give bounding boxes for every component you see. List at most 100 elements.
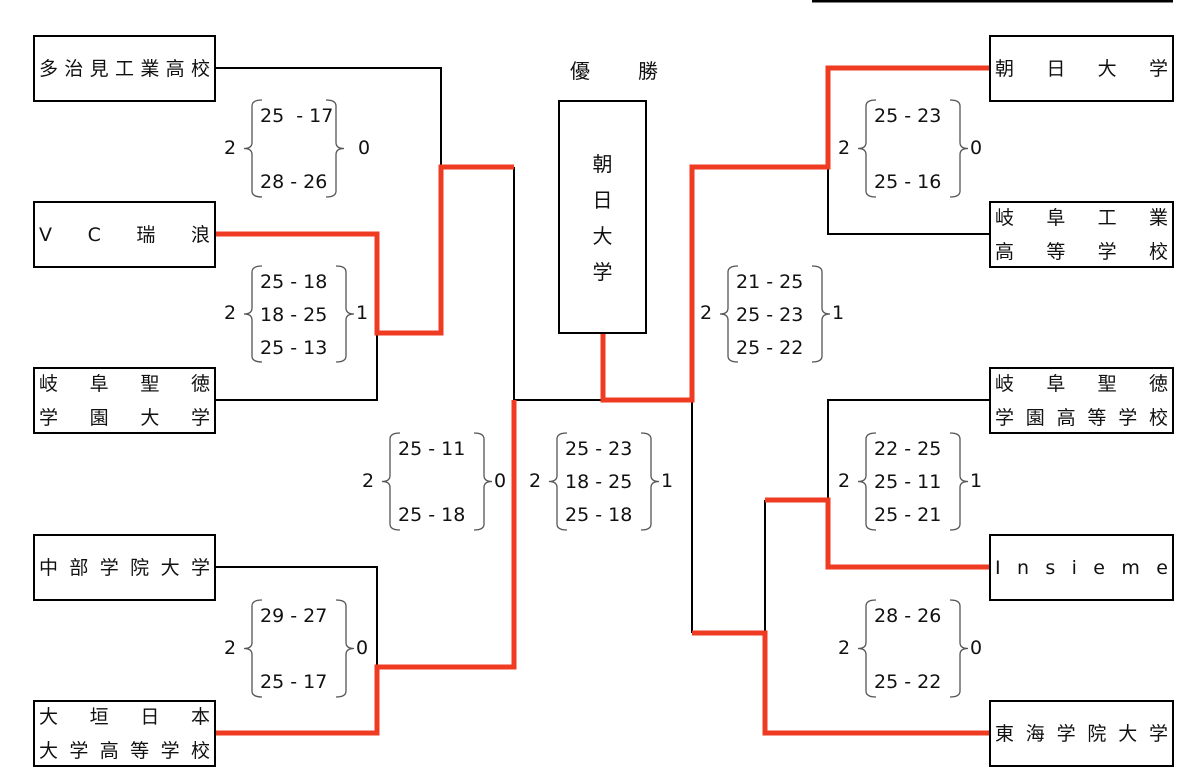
bracket-left-brace bbox=[243, 599, 263, 698]
loser-set-count: 1 bbox=[832, 302, 845, 324]
team-name-char: 本 bbox=[190, 705, 210, 728]
team-box-chubu-gakuin: 中部学院大学 bbox=[33, 534, 216, 601]
team-name-char: 学 bbox=[160, 739, 180, 762]
team-name-row: 大垣日本 bbox=[35, 700, 214, 734]
team-name-char: 院 bbox=[130, 556, 150, 579]
winner-set-count: 2 bbox=[838, 136, 851, 159]
team-name-row: 多治見工業高校 bbox=[35, 52, 214, 86]
team-name-char: C bbox=[87, 223, 101, 246]
team-name-char: 工 bbox=[1097, 206, 1117, 229]
team-name-char: 高 bbox=[1056, 406, 1076, 429]
team-name-char: 大 bbox=[39, 739, 59, 762]
line-gifu-shotoku-hs bbox=[827, 399, 990, 500]
bracket-right-brace bbox=[325, 99, 345, 198]
team-name-char: 徳 bbox=[1148, 372, 1168, 395]
loser-set-count: 0 bbox=[970, 136, 983, 159]
bracket-left-brace bbox=[381, 432, 401, 531]
champion-box: 朝 日 大 学 bbox=[558, 100, 647, 334]
set-score: 21 - 25 bbox=[736, 271, 804, 293]
team-name-char: 徳 bbox=[190, 372, 210, 395]
team-name-char: 岐 bbox=[995, 372, 1015, 395]
set-score: 18 - 25 bbox=[565, 471, 633, 493]
team-name-char: n bbox=[1016, 556, 1030, 579]
bracket-left-brace bbox=[857, 432, 877, 531]
path-tokai bbox=[692, 630, 990, 736]
team-name-char: 学 bbox=[1118, 406, 1138, 429]
team-name-char: 高 bbox=[995, 240, 1015, 263]
set-score: 25 - 23 bbox=[565, 438, 633, 460]
path-asahi bbox=[600, 65, 990, 403]
winner-path bbox=[215, 65, 990, 736]
path-ogaki bbox=[215, 400, 517, 736]
team-name-char: 学 bbox=[190, 556, 210, 579]
set-score: 25 - 18 bbox=[398, 504, 466, 526]
team-name-row: 学園高等学校 bbox=[991, 401, 1172, 435]
score-brackets bbox=[243, 99, 969, 698]
team-name-row: 学園大学 bbox=[35, 401, 214, 435]
team-name-char: V bbox=[39, 223, 52, 246]
team-name-char: s bbox=[1045, 556, 1056, 579]
team-box-gifu-shotoku-univ: 岐阜聖徳学園大学 bbox=[33, 367, 216, 434]
set-score: 25 - 21 bbox=[874, 504, 942, 526]
line-chubu bbox=[215, 566, 378, 667]
team-name-char: I bbox=[995, 556, 1001, 579]
team-box-tajimi: 多治見工業高校 bbox=[33, 35, 216, 102]
champion-title: 優 勝 bbox=[570, 59, 672, 83]
set-score: 18 - 25 bbox=[260, 304, 328, 326]
team-box-tokai-gakuin: 東海学院大学 bbox=[989, 700, 1174, 767]
bracket-left-brace bbox=[719, 265, 739, 363]
team-name-row: 東海学院大学 bbox=[991, 717, 1172, 751]
team-name-char: 聖 bbox=[140, 372, 160, 395]
set-score: 25 - 18 bbox=[565, 504, 633, 526]
team-name-row: 大学高等学校 bbox=[35, 734, 214, 768]
team-name-char: 校 bbox=[1148, 240, 1168, 263]
team-name-char: 学 bbox=[995, 406, 1015, 429]
team-name-char: 阜 bbox=[89, 372, 109, 395]
team-name-char: 朝 bbox=[995, 57, 1015, 80]
team-name-char: 聖 bbox=[1097, 372, 1117, 395]
champion-char: 朝 bbox=[592, 152, 613, 176]
team-name-char: 院 bbox=[1087, 722, 1107, 745]
loser-set-count: 0 bbox=[356, 636, 369, 659]
team-name-row: 岐阜工業 bbox=[991, 201, 1172, 235]
team-name-char: e bbox=[1093, 556, 1105, 579]
team-name-char: 学 bbox=[1056, 722, 1076, 745]
team-name-char: 等 bbox=[1087, 406, 1107, 429]
team-box-gifu-kogyo: 岐阜工業高等学校 bbox=[989, 201, 1174, 268]
set-score: 25 - 16 bbox=[874, 171, 942, 193]
set-score: 28 - 26 bbox=[260, 171, 328, 193]
set-score: 25 - 11 bbox=[398, 438, 466, 460]
path-vc-mizunami bbox=[215, 164, 514, 336]
team-name-char: 治 bbox=[64, 57, 84, 80]
champion-char: 日 bbox=[592, 188, 613, 212]
team-name-char: 中 bbox=[39, 556, 59, 579]
team-name-char: e bbox=[1156, 556, 1168, 579]
team-name-char: 海 bbox=[1025, 722, 1045, 745]
team-name-char: 学 bbox=[1148, 722, 1168, 745]
bracket-left-brace bbox=[857, 99, 877, 198]
loser-set-count: 0 bbox=[970, 636, 983, 659]
team-name-char: 岐 bbox=[995, 206, 1015, 229]
team-name-row: 朝日大学 bbox=[991, 52, 1172, 86]
team-name-char: 浪 bbox=[190, 223, 210, 246]
champion-char: 大 bbox=[592, 224, 613, 248]
bracket-right-brace bbox=[949, 99, 969, 198]
team-name-row: 岐阜聖徳 bbox=[991, 367, 1172, 401]
team-name-char: 校 bbox=[1148, 406, 1168, 429]
team-name-char: 東 bbox=[995, 722, 1015, 745]
loser-set-count: 1 bbox=[356, 302, 369, 324]
set-score: 25 - 22 bbox=[874, 671, 942, 693]
team-name-char: 工 bbox=[114, 57, 134, 80]
team-name-char: 阜 bbox=[1046, 372, 1066, 395]
team-name-char: 校 bbox=[190, 739, 210, 762]
bracket-left-brace bbox=[243, 99, 263, 198]
set-score: 25 - 18 bbox=[260, 271, 328, 293]
line-gifu-kogyo bbox=[827, 167, 990, 235]
bracket-right-brace bbox=[335, 599, 355, 698]
team-name-char: 学 bbox=[1097, 240, 1117, 263]
path-insieme bbox=[765, 497, 990, 570]
team-name-char: 大 bbox=[1097, 57, 1117, 80]
loser-set-count: 0 bbox=[358, 136, 371, 159]
